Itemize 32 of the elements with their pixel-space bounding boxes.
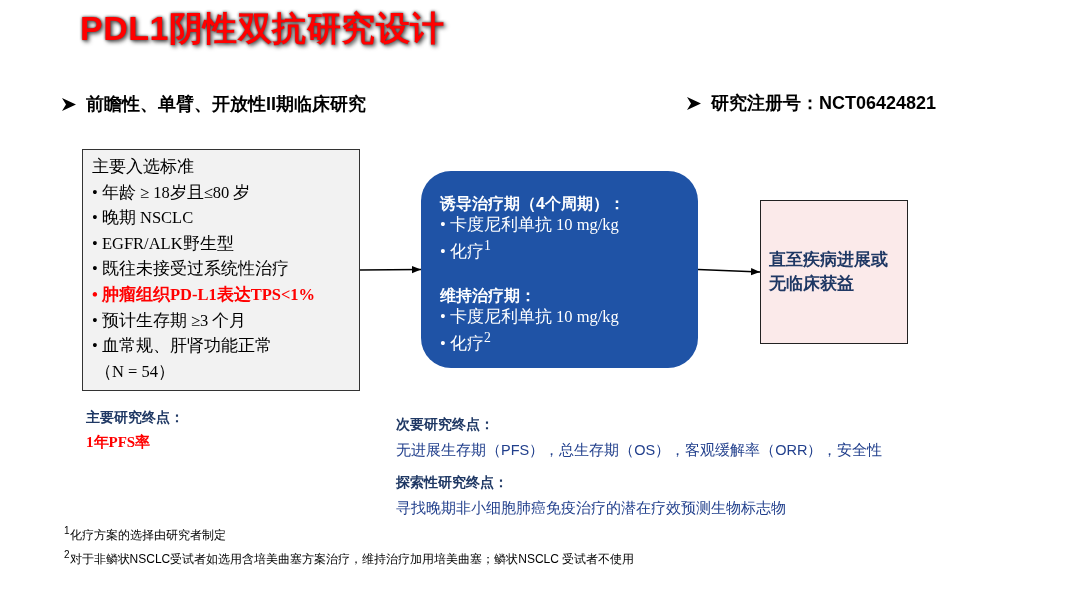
primary-endpoint-text: 1年PFS率 [86, 433, 151, 452]
treatment-item: • 化疗$^{1}$ [440, 237, 491, 262]
connector-arrow [697, 268, 761, 276]
criteria-item: • 预计生存期 ≥3 个月 [92, 309, 247, 332]
endpoint-heading: 探索性研究终点： [396, 474, 508, 492]
criteria-item: • 血常规、肝肾功能正常 [92, 335, 272, 358]
footnote: $^{1}$化疗方案的选择由研究者制定 [64, 525, 226, 544]
criteria-item: • 肿瘤组织PD-L1表达TPS<1% [92, 283, 316, 306]
endpoint-heading: 次要研究终点： [396, 416, 494, 434]
criteria-box [82, 149, 360, 391]
treatment-box [421, 171, 698, 368]
exploratory-endpoint-text: 寻找晚期非小细胞肺癌免疫治疗的潜在疗效预测生物标志物 [396, 499, 786, 518]
footnote: $^{2}$对于非鳞状NSCLC受试者如选用含培美曲塞方案治疗，维持治疗加用培美曲塞；鳞状NSCLC 受试者不使用 [64, 549, 635, 568]
criteria-item: • EGFR/ALK野生型 [92, 232, 234, 255]
outcome-text: 直至疾病进展或无临床获益 [769, 249, 889, 295]
sample-size-text: （N = 54） [94, 360, 175, 383]
phase-heading: 维持治疗期： [440, 285, 536, 306]
connector-arrow [359, 265, 422, 274]
criteria-item: • 晚期 NSCLC [92, 207, 194, 230]
treatment-item: • 化疗$^{2}$ [440, 328, 491, 353]
phase-heading: 诱导治疗期（4个周期）： [440, 194, 625, 214]
treatment-item: • 卡度尼利单抗 10 mg/kg [440, 305, 619, 327]
endpoint-heading: 主要研究终点： [86, 409, 184, 427]
secondary-endpoint-text: 无进展生存期（PFS），总生存期（OS），客观缓解率（ORR），安全性 [396, 441, 883, 460]
registration-text: 研究注册号：NCT06424821 [711, 92, 937, 115]
treatment-item: • 卡度尼利单抗 10 mg/kg [440, 214, 619, 235]
outcome-box [760, 200, 908, 344]
criteria-item: • 年龄 ≥ 18岁且≤80 岁 [92, 181, 251, 204]
criteria-heading: 主要入选标准 [92, 156, 194, 178]
study-design-text: 前瞻性、单臂、开放性II期临床研究 [86, 93, 366, 116]
slide-title: PDL1阴性双抗研究设计 [80, 8, 445, 49]
criteria-item: • 既往未接受过系统性治疗 [92, 258, 289, 281]
